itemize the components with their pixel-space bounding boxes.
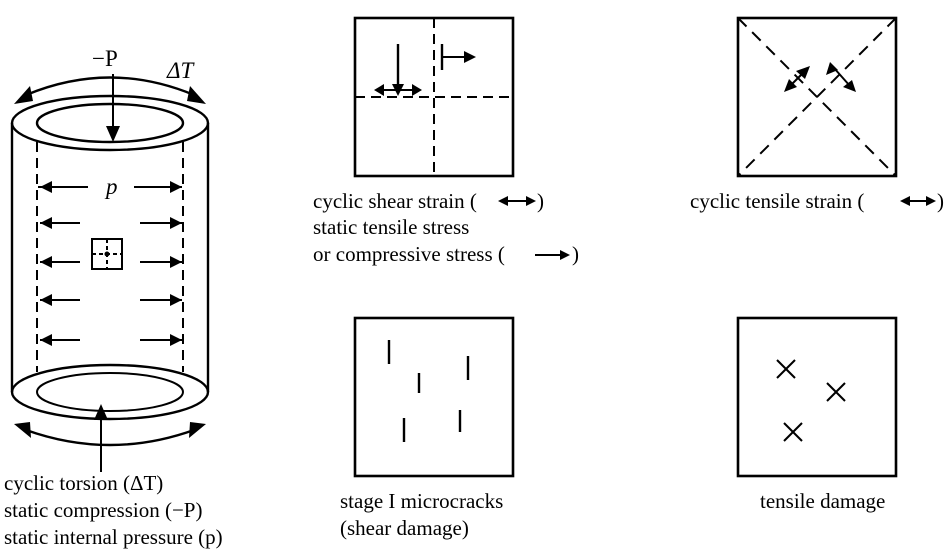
tensile-strain-caption-close: ) xyxy=(937,189,944,213)
single-arrow-symbol xyxy=(535,250,570,260)
cylinder-bottom-outer-front xyxy=(10,391,210,421)
cylinder-bottom-inner-front xyxy=(36,391,184,412)
torsion-label: ΔT xyxy=(166,58,195,83)
tensile-strain-diagonal-2 xyxy=(737,17,897,177)
microcracks-caption-2: (shear damage) xyxy=(340,516,469,540)
tensile-strain-box xyxy=(736,16,898,178)
pressure-arrows xyxy=(38,181,182,346)
shear-strain-caption-close-2: ) xyxy=(572,242,579,266)
cylinder-top-inner-ellipse xyxy=(35,102,185,144)
shear-strain-caption-1: cyclic shear strain ( xyxy=(313,189,477,213)
microcracks-caption-1: stage I microcracks xyxy=(340,489,503,513)
damage-cross xyxy=(776,359,796,379)
double-arrow-symbol-1 xyxy=(498,196,536,206)
tensile-strain-panel xyxy=(736,16,898,178)
surface-element xyxy=(91,238,123,270)
cylinder-bottom-outer-back xyxy=(10,363,210,393)
damage-cross xyxy=(783,422,803,442)
shear-strain-caption-2: static tensile stress xyxy=(313,215,469,239)
shear-strain-caption-3: or compressive stress ( xyxy=(313,242,505,266)
torsion-arrow-top xyxy=(14,76,206,104)
cylinder-caption-line-3: static internal pressure (p) xyxy=(4,525,223,549)
torsion-arrow-bottom xyxy=(14,422,206,447)
damage-cross xyxy=(826,382,846,402)
cylinder-specimen xyxy=(10,94,210,421)
cylinder-caption-line-2: static compression (−P) xyxy=(4,498,202,522)
shear-strain-panel xyxy=(353,16,515,178)
microcracks-panel xyxy=(353,316,515,478)
compression-label: −P xyxy=(92,46,118,71)
tensile-damage-panel xyxy=(736,316,898,478)
cylinder-bottom-inner-back xyxy=(36,372,184,393)
pressure-label: p xyxy=(104,174,118,199)
cylinder-caption-line-1: cyclic torsion (ΔT) xyxy=(4,471,163,495)
shear-strain-caption-close-1: ) xyxy=(537,189,544,213)
bottom-load-arrow xyxy=(94,404,108,472)
tensile-damage-caption: tensile damage xyxy=(760,489,885,513)
compression-arrow xyxy=(106,74,120,142)
tensile-damage-box xyxy=(736,316,898,478)
double-arrow-symbol-2 xyxy=(900,196,936,206)
tensile-strain-caption: cyclic tensile strain ( xyxy=(690,189,864,213)
microcracks-box xyxy=(353,316,515,478)
